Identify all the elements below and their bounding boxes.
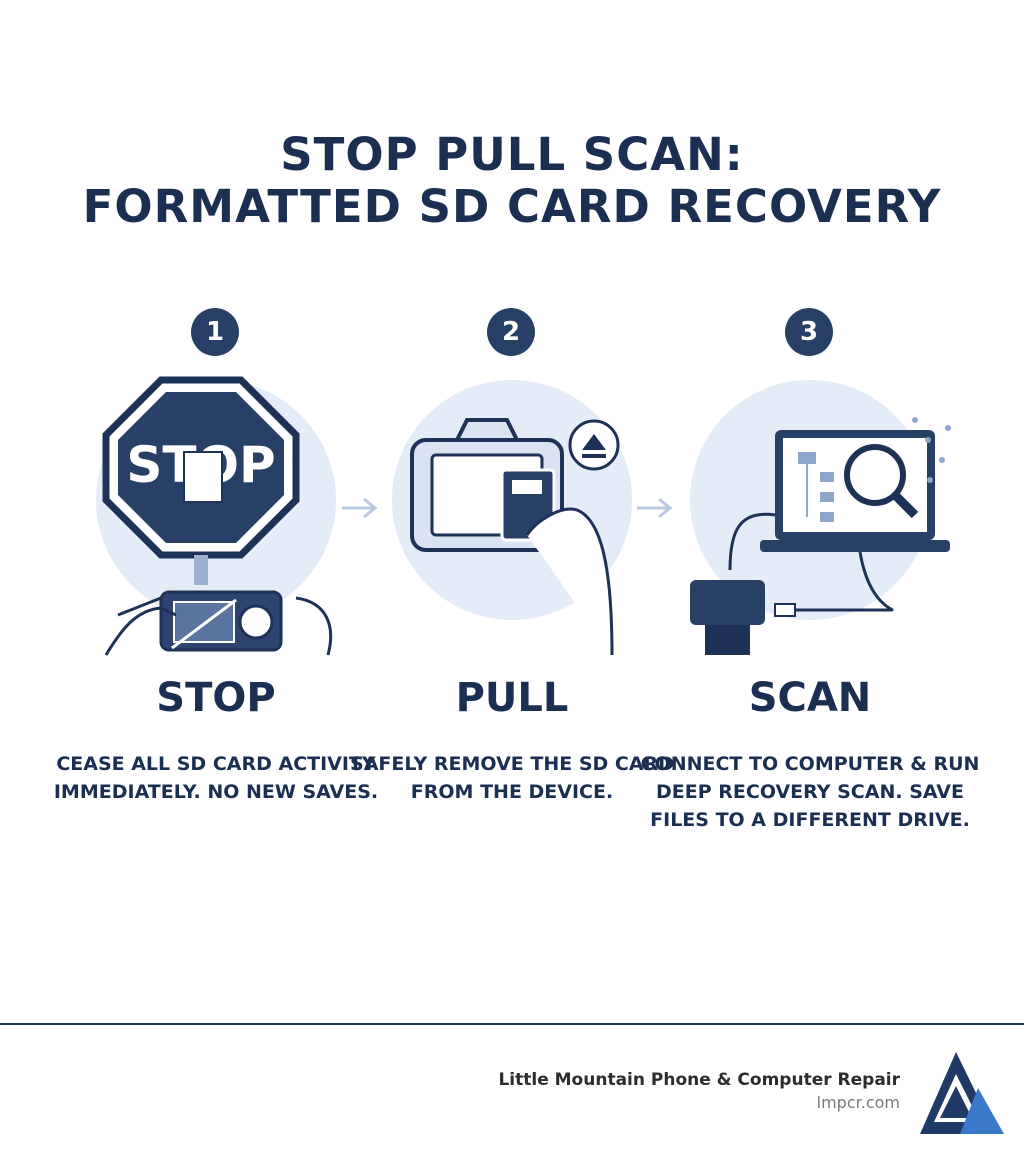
magnifier-icon — [844, 444, 906, 506]
step-description: Connect to computer & run deep recovery … — [640, 753, 980, 831]
step-title: STOP — [156, 675, 276, 721]
mountain-logo-icon — [920, 1052, 1004, 1134]
sd-card-icon — [183, 451, 223, 503]
step-number-badge: 3 — [785, 308, 833, 356]
footer-divider — [0, 1023, 1024, 1025]
step-title: PULL — [455, 675, 569, 721]
step-description: Cease all SD card activity immediately. … — [53, 753, 379, 803]
hand-icon — [525, 507, 614, 656]
page-title-line2: FORMATTED SD CARD RECOVERY — [82, 180, 942, 233]
stop-sign-icon: STOP — [102, 376, 333, 656]
step-number-badge: 2 — [487, 308, 535, 356]
company-name: Little Mountain Phone & Computer Repair — [498, 1070, 900, 1090]
page-title-line1: STOP PULL SCAN: — [280, 128, 744, 181]
hand-icon — [104, 606, 177, 656]
arrow-right-icon — [342, 497, 378, 519]
step-description: Safely remove the SD card from the devic… — [350, 753, 674, 803]
step-number-badge: 1 — [191, 308, 239, 356]
company-domain: lmpcr.com — [816, 1093, 900, 1112]
arrow-right-icon — [637, 497, 673, 519]
card-reader-icon — [690, 580, 765, 625]
step-title: SCAN — [748, 675, 872, 721]
